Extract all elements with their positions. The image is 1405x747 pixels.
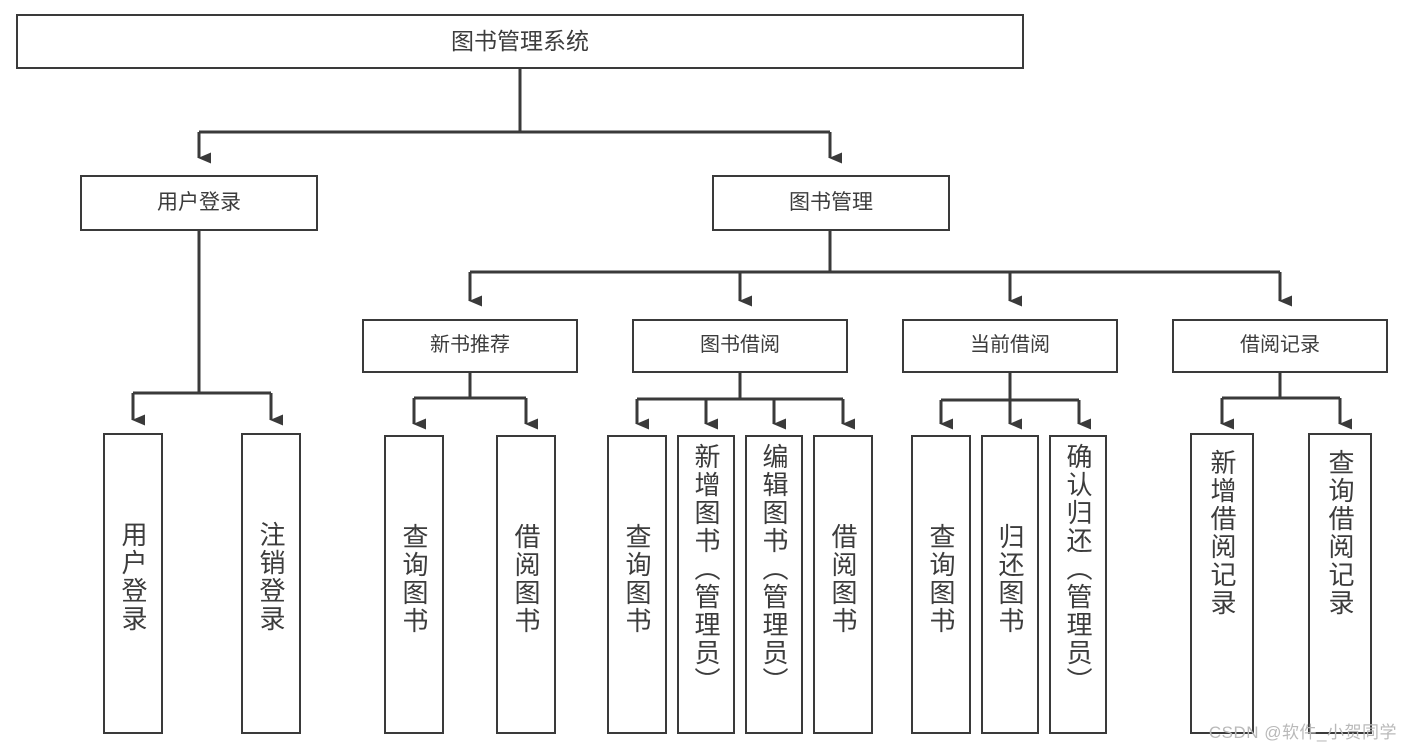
node-label: 查询图书 [622, 523, 652, 635]
watermark-text: CSDN @软件_小贺同学 [1208, 723, 1397, 742]
leaf-current-query-book[interactable]: 查询图书 [911, 435, 971, 734]
node-label: 查询借阅记录 [1325, 449, 1355, 617]
leaf-borrow-borrow-book[interactable]: 借阅图书 [813, 435, 873, 734]
node-label: 用户登录 [118, 521, 148, 633]
node-label: 注销登录 [256, 521, 286, 633]
leaf-current-return-book[interactable]: 归还图书 [981, 435, 1039, 734]
node-new-book-recommend[interactable]: 新书推荐 [362, 319, 578, 373]
node-label: 图书管理 [789, 190, 873, 214]
node-label: 新增借阅记录 [1207, 449, 1237, 617]
node-label: 当前借阅 [970, 334, 1050, 357]
node-book-management[interactable]: 图书管理 [712, 175, 950, 231]
leaf-logout[interactable]: 注销登录 [241, 433, 301, 734]
leaf-user-login[interactable]: 用户登录 [103, 433, 163, 734]
leaf-newbook-query-book[interactable]: 查询图书 [384, 435, 444, 734]
node-label: 借阅图书 [511, 523, 541, 635]
leaf-current-confirm-return-admin[interactable]: 确认归还（管理员） [1049, 435, 1107, 734]
node-label: 图书借阅 [700, 334, 780, 357]
node-current-borrow[interactable]: 当前借阅 [902, 319, 1118, 373]
node-borrow-record[interactable]: 借阅记录 [1172, 319, 1388, 373]
node-label: 新书推荐 [430, 334, 510, 357]
node-label: 新增图书（管理员） [691, 443, 721, 695]
leaf-record-add-borrow-record[interactable]: 新增借阅记录 [1190, 433, 1254, 734]
node-label: 查询图书 [926, 523, 956, 635]
leaf-record-query-borrow-record[interactable]: 查询借阅记录 [1308, 433, 1372, 734]
node-label: 查询图书 [399, 523, 429, 635]
node-label: 编辑图书（管理员） [759, 443, 789, 695]
leaf-borrow-query-book[interactable]: 查询图书 [607, 435, 667, 734]
leaf-borrow-add-book-admin[interactable]: 新增图书（管理员） [677, 435, 735, 734]
leaf-newbook-borrow-book[interactable]: 借阅图书 [496, 435, 556, 734]
node-label: 用户登录 [157, 190, 241, 214]
node-user-login[interactable]: 用户登录 [80, 175, 318, 231]
node-label: 归还图书 [995, 523, 1025, 635]
node-label: 确认归还（管理员） [1063, 443, 1093, 695]
leaf-borrow-edit-book-admin[interactable]: 编辑图书（管理员） [745, 435, 803, 734]
node-root-system[interactable]: 图书管理系统 [16, 14, 1024, 69]
node-book-borrow[interactable]: 图书借阅 [632, 319, 848, 373]
node-label: 图书管理系统 [451, 28, 589, 55]
node-label: 借阅图书 [828, 523, 858, 635]
node-label: 借阅记录 [1240, 334, 1320, 357]
